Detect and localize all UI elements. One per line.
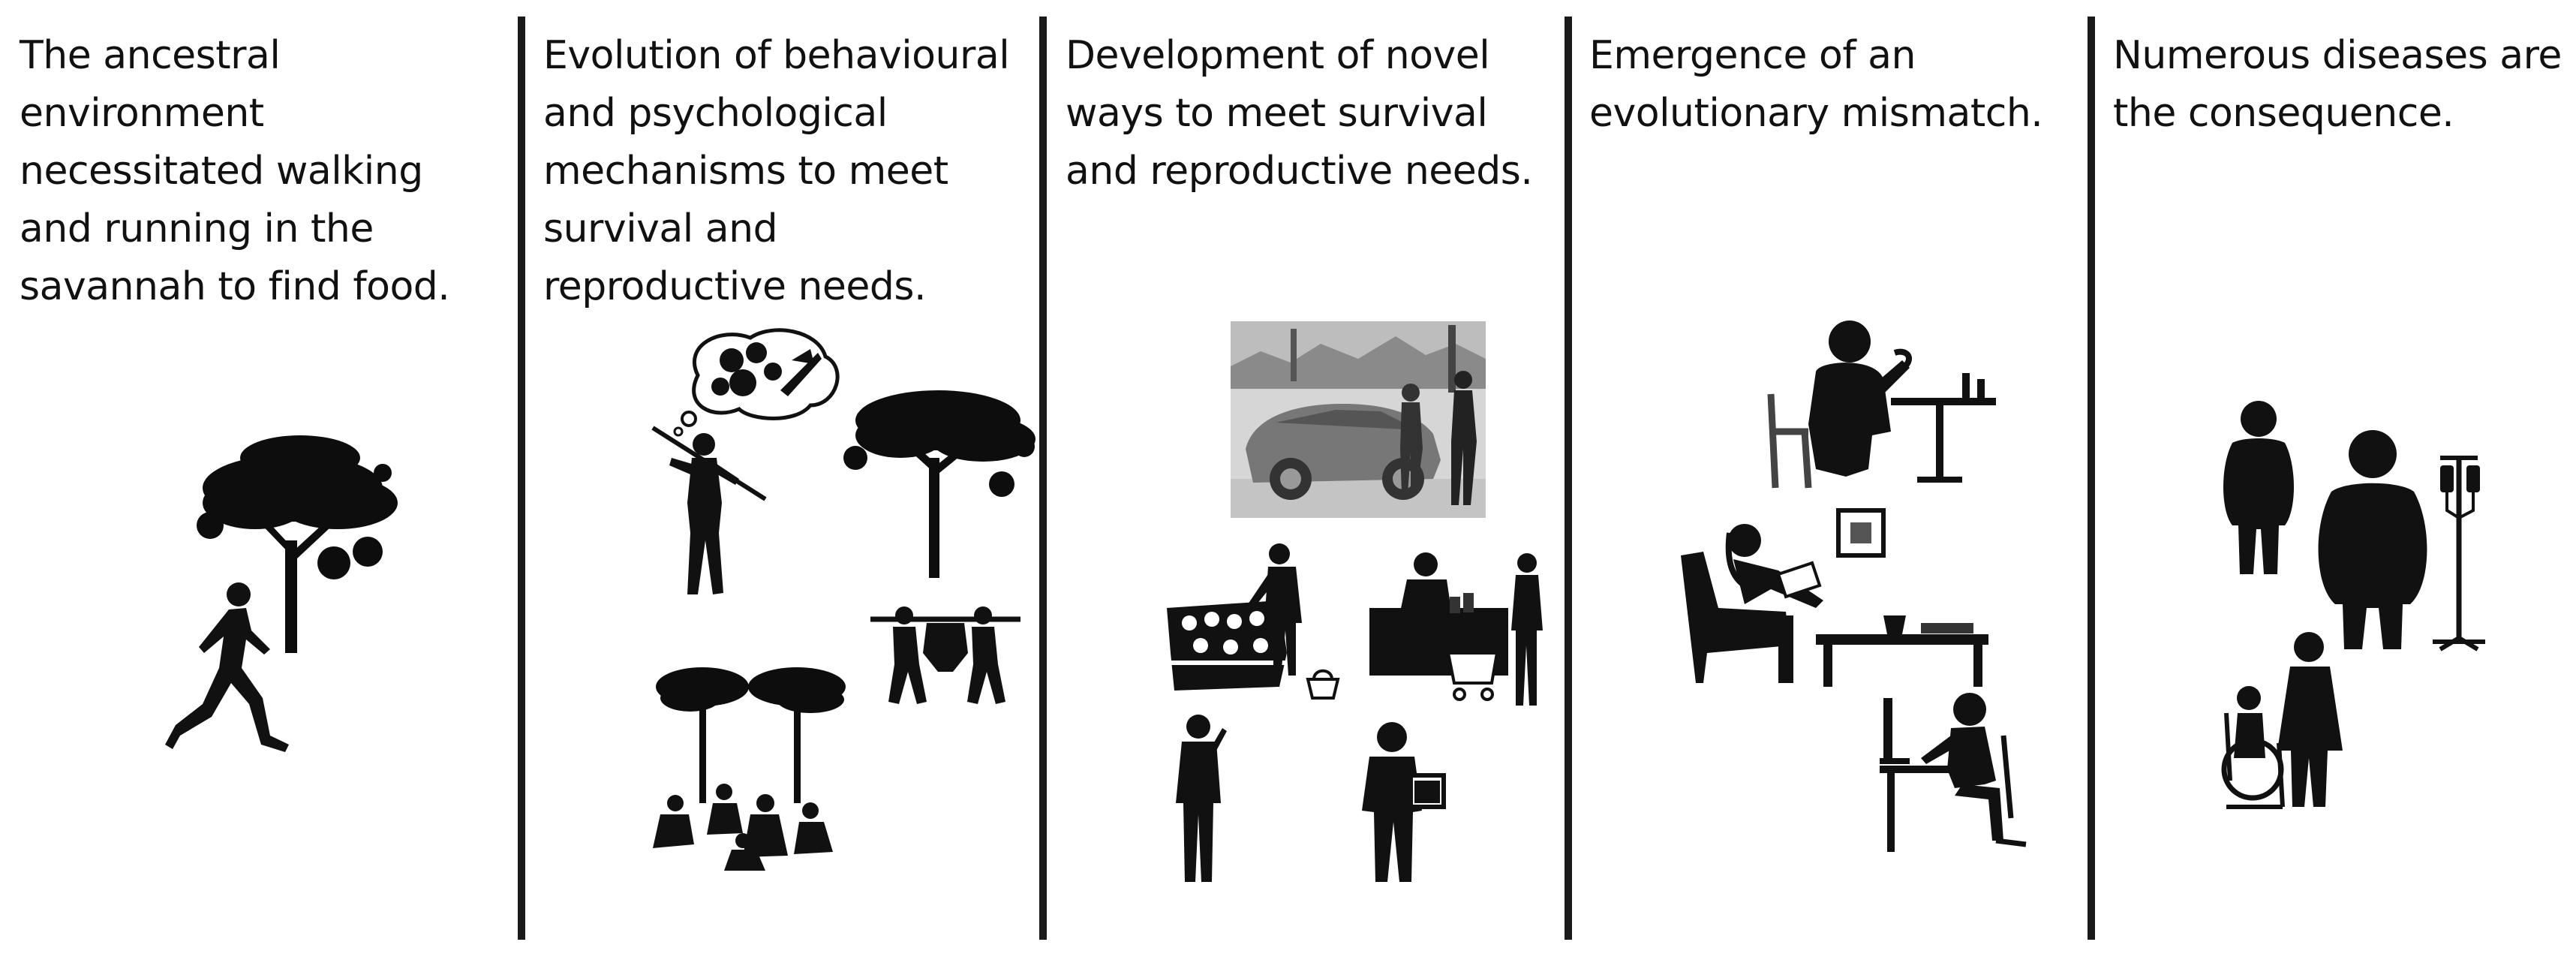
panel-4-caption: Emergence of an evolutionary mismatch.: [1589, 33, 2043, 136]
panel-1-caption: The ancestral environment necessitated w…: [20, 33, 450, 309]
person-at-computer-icon: [1880, 693, 2027, 852]
hunter-with-spear-icon: [651, 426, 767, 594]
panel-evolution: Evolution of behavioural and psychologic…: [525, 0, 1043, 960]
divider-3: [1565, 17, 1572, 940]
obese-person-with-iv-icon: [2318, 430, 2485, 652]
panel-2-caption: Evolution of behavioural and psychologic…: [543, 33, 1010, 309]
man-carrying-box-icon: [1362, 722, 1446, 882]
panel-development: Development of novel ways to meet surviv…: [1047, 0, 1572, 960]
elderly-wheelchair-icon: [2221, 632, 2343, 809]
fruit-tree-illustration: [197, 435, 398, 653]
checkout-counter-icon: [1369, 552, 1543, 706]
panel-diseases: Numerous diseases are the consequence.: [2095, 0, 2576, 960]
divider-1: [518, 17, 525, 940]
panel-mismatch: Emergence of an evolutionary mismatch.: [1572, 0, 2090, 960]
fruit-tree-small-icon: [843, 390, 1036, 578]
tribe-under-trees-icon: [653, 667, 846, 871]
overweight-person-icon: [2223, 401, 2294, 574]
panel-3-caption: Development of novel ways to meet surviv…: [1066, 33, 1533, 194]
thought-bubble-icon: [673, 328, 840, 437]
market-stall-shopper-icon: [1167, 543, 1340, 700]
panel-5-caption: Numerous diseases are the consequence.: [2113, 33, 2562, 136]
panel-ancestral: The ancestral environment necessitated w…: [0, 0, 518, 960]
person-eating-at-table-icon: [1767, 321, 1996, 489]
running-man-icon: [165, 582, 289, 752]
person-reading-armchair-icon: [1681, 508, 1988, 687]
divider-2: [1039, 17, 1047, 940]
hunters-carrying-prey-icon: [870, 606, 1020, 704]
divider-4: [2088, 17, 2095, 940]
man-on-phone-icon: [1176, 715, 1227, 882]
car-street-scene-image: [1231, 321, 1486, 518]
